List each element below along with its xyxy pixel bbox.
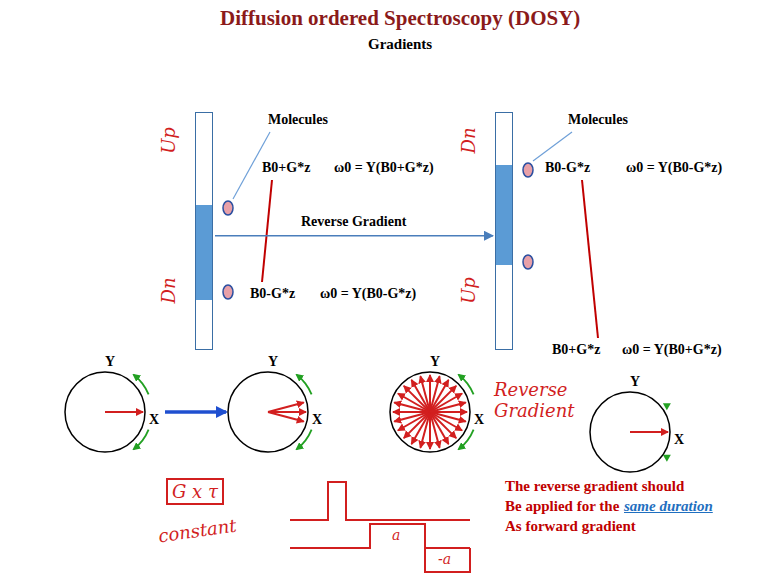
phase-circle: YX bbox=[228, 354, 326, 452]
leader-line bbox=[533, 132, 572, 161]
molecule bbox=[523, 255, 533, 269]
precession-arc bbox=[297, 430, 312, 449]
handwritten-note: Up bbox=[458, 277, 479, 304]
note-emphasis: same duration bbox=[624, 498, 713, 515]
part-label: Molecules bbox=[268, 112, 328, 128]
axis-label: Y bbox=[105, 354, 115, 370]
magnetization-vector bbox=[430, 412, 449, 444]
magnetization-vector bbox=[430, 402, 466, 412]
molecule bbox=[223, 201, 233, 215]
frequency-label: ω0 = Υ(B0+G*z) bbox=[622, 342, 722, 358]
field-label: B0+G*z bbox=[552, 342, 600, 358]
magnetization-vector bbox=[105, 411, 143, 413]
handwritten-note: G x τ bbox=[166, 478, 224, 505]
axis-label: X bbox=[312, 412, 322, 428]
subtitle: Gradients bbox=[368, 36, 432, 53]
frequency-label: ω0 = Υ(B0-G*z) bbox=[626, 160, 722, 176]
precession-arc bbox=[134, 430, 149, 449]
pulse-label: -a bbox=[438, 551, 451, 567]
precession-arc bbox=[459, 430, 474, 449]
frequency-label: ω0 = Υ(B0+G*z) bbox=[334, 160, 434, 176]
axis-label: X bbox=[474, 412, 484, 428]
field-line bbox=[262, 180, 272, 282]
note-text: The reverse gradient should bbox=[505, 478, 684, 495]
pulse-sketch bbox=[290, 482, 470, 572]
slide-title: Diffusion ordered Spectroscopy (DOSY) bbox=[220, 6, 580, 31]
molecule bbox=[523, 163, 533, 177]
part-label: Molecules bbox=[568, 112, 628, 128]
magnetization-vector bbox=[420, 376, 430, 412]
magnetization-vector bbox=[630, 431, 668, 433]
field-label: B0-G*z bbox=[545, 160, 590, 176]
connector-label: Reverse Gradient bbox=[299, 214, 408, 230]
magnetization-vector bbox=[268, 412, 304, 422]
magnetization-vector bbox=[430, 412, 440, 448]
refocus-marker bbox=[663, 403, 671, 410]
axis-label: Y bbox=[430, 354, 440, 370]
connector-arrow bbox=[215, 235, 493, 237]
magnetization-vector bbox=[394, 412, 430, 422]
connector-arrow bbox=[165, 410, 226, 414]
refocus-marker bbox=[663, 455, 671, 462]
handwritten-note: constant bbox=[157, 515, 238, 547]
magnetization-vector bbox=[398, 412, 430, 431]
circle-outline bbox=[65, 372, 145, 452]
tube-outline bbox=[495, 112, 513, 350]
note-text: Be applied for the bbox=[505, 498, 619, 515]
magnetization-vector bbox=[412, 380, 431, 412]
phase-circle: YX bbox=[590, 374, 688, 472]
handwritten-note: Dn bbox=[458, 127, 479, 153]
nmr-tube: UpDn bbox=[195, 112, 213, 350]
circle-outline bbox=[390, 372, 470, 452]
pulse-label: a bbox=[392, 527, 400, 543]
precession-arc bbox=[134, 375, 149, 394]
circle-outline bbox=[228, 372, 308, 452]
axis-label: X bbox=[674, 432, 684, 448]
axis-label: X bbox=[149, 412, 159, 428]
phase-circle: YX bbox=[390, 354, 488, 452]
note-text: As forward gradient bbox=[505, 518, 636, 535]
precession-arc bbox=[459, 375, 474, 394]
tube-wall bbox=[496, 113, 513, 350]
frequency-label: ω0 = Υ(B0-G*z) bbox=[320, 286, 416, 302]
axis-label: Y bbox=[630, 374, 640, 390]
sample-band bbox=[496, 165, 512, 265]
nmr-tube: DnUp bbox=[495, 112, 513, 350]
handwritten-note: Reverse Gradient bbox=[494, 380, 590, 421]
field-line bbox=[582, 180, 598, 338]
axis-label: Y bbox=[268, 354, 278, 370]
tube-wall bbox=[196, 113, 213, 350]
phase-circle: YX bbox=[65, 354, 163, 452]
handwritten-note: Dn bbox=[158, 277, 179, 303]
molecule bbox=[223, 285, 233, 299]
magnetization-vector bbox=[430, 394, 462, 413]
field-label: B0-G*z bbox=[250, 286, 295, 302]
field-label: B0+G*z bbox=[262, 160, 310, 176]
tube-outline bbox=[195, 112, 213, 350]
sample-band bbox=[196, 205, 212, 300]
circle-outline bbox=[590, 392, 670, 472]
precession-arc bbox=[297, 375, 312, 394]
magnetization-vector bbox=[268, 402, 304, 412]
handwritten-note: Up bbox=[158, 127, 179, 154]
